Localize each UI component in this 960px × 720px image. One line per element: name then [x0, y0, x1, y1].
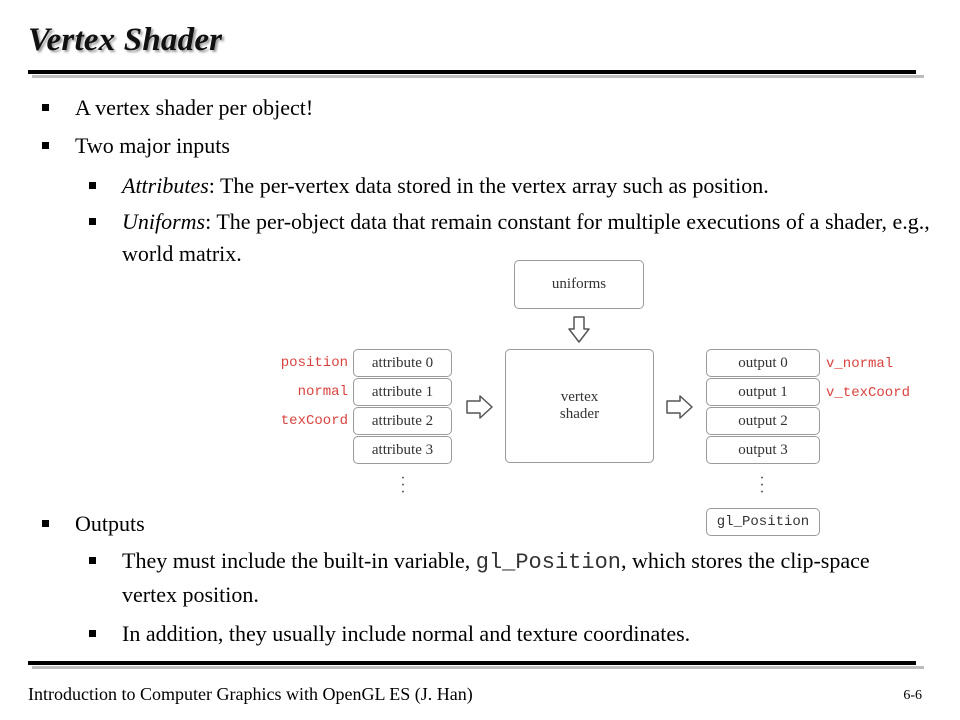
output-box: output 1: [706, 378, 820, 406]
attributes-ellipsis-icon: ···: [400, 470, 406, 501]
term-attributes: Attributes: [122, 173, 209, 198]
bullet-marker: [42, 142, 49, 149]
bullet-attributes: Attributes: The per-vertex data stored i…: [122, 170, 932, 202]
footer-text: Introduction to Computer Graphics with O…: [28, 684, 473, 704]
attribute-name-label: texCoord: [280, 413, 348, 429]
uniforms-box: uniforms: [514, 260, 644, 309]
output-box: output 0: [706, 349, 820, 377]
footer-rule: [28, 661, 916, 665]
bullet-marker: [42, 104, 49, 111]
output-box: output 3: [706, 436, 820, 464]
uniforms-text: : The per-object data that remain consta…: [122, 209, 930, 266]
bullet-marker: [89, 630, 96, 637]
right-arrow-icon: [466, 395, 493, 419]
output-box: output 2: [706, 407, 820, 435]
gl-position-box: gl_Position: [706, 508, 820, 536]
shader-line1: vertex: [560, 389, 599, 405]
vertex-shader-box: vertex shader: [505, 349, 654, 463]
attribute-box: attribute 2: [353, 407, 452, 435]
bullet-gl-position: They must include the built-in variable,…: [122, 545, 922, 611]
bullet-marker: [89, 557, 96, 564]
title-rule: [28, 70, 916, 74]
gl-position-post: , which stores the clip-space vertex pos…: [122, 548, 870, 607]
bullet-uniforms: Uniforms: The per-object data that remai…: [122, 206, 932, 270]
bullet-normal-texture: In addition, they usually include normal…: [122, 621, 691, 646]
attribute-name-label: normal: [297, 384, 348, 400]
right-arrow-icon: [666, 395, 693, 419]
page-number: 6-6: [903, 688, 922, 703]
output-name-label: v_normal: [826, 356, 894, 372]
gl-position-pre: They must include the built-in variable,: [122, 548, 476, 573]
term-uniforms: Uniforms: [122, 209, 206, 234]
attribute-box: attribute 0: [353, 349, 452, 377]
output-name-label: v_texCoord: [826, 385, 911, 401]
bullet-marker: [42, 520, 49, 527]
attributes-text: : The per-vertex data stored in the vert…: [208, 173, 769, 198]
shader-line2: shader: [559, 406, 600, 422]
bullet-marker: [89, 182, 96, 189]
bullet-outputs: Outputs: [75, 511, 145, 536]
attribute-box: attribute 3: [353, 436, 452, 464]
outputs-ellipsis-icon: ···: [759, 470, 765, 501]
footer-rule-shadow: [32, 666, 924, 669]
bullet-vertex-shader-per-object: A vertex shader per object!: [75, 95, 314, 120]
attribute-box: attribute 1: [353, 378, 452, 406]
slide-title: Vertex Shader: [28, 22, 223, 58]
bullet-marker: [89, 218, 96, 225]
gl-position-code: gl_Position: [475, 550, 621, 575]
title-rule-shadow: [32, 75, 924, 78]
bullet-two-major-inputs: Two major inputs: [75, 133, 230, 158]
down-arrow-icon: [568, 316, 590, 343]
attribute-name-label: position: [280, 355, 348, 371]
